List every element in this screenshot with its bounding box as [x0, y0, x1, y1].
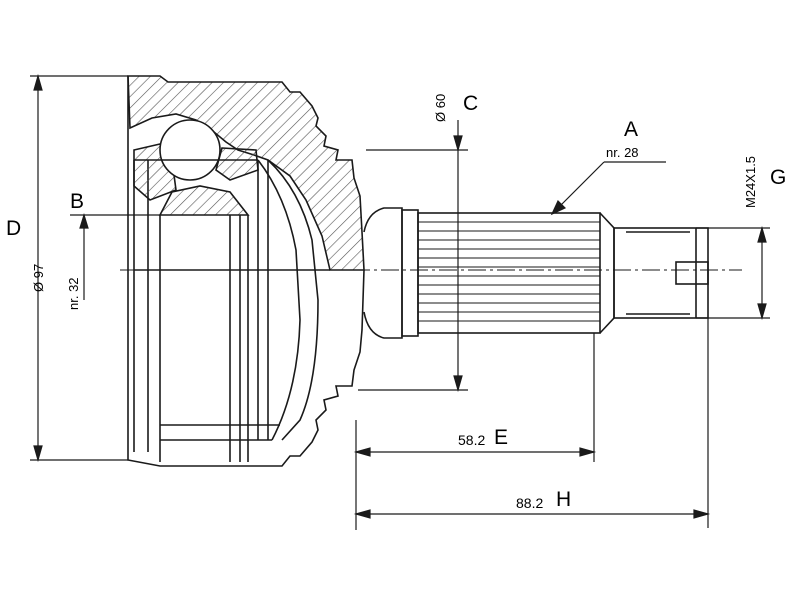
label-e: E	[494, 426, 508, 449]
seal-diameter-text: Ø 60	[433, 94, 448, 122]
label-d: D	[6, 217, 21, 240]
dimension-c	[358, 120, 468, 393]
thread-section	[613, 227, 709, 319]
ball	[159, 119, 221, 181]
label-h: H	[556, 488, 571, 511]
leader-a	[550, 161, 666, 216]
shaft-neck	[363, 207, 403, 339]
ball-cage	[133, 119, 259, 216]
dimension-d	[30, 73, 128, 463]
label-c: C	[463, 92, 478, 115]
spline-section	[417, 212, 601, 334]
dimension-h	[353, 318, 711, 528]
inner-race-hatched	[158, 185, 250, 216]
dimension-b	[70, 212, 160, 300]
balls-count-text: nr. 32	[66, 277, 81, 310]
spline-lines	[418, 221, 600, 322]
label-b: B	[70, 190, 84, 213]
thread-text: M24X1.5	[743, 156, 758, 208]
outer-diameter-text: Ø 97	[31, 264, 46, 292]
label-g: G	[770, 166, 786, 189]
housing-outline	[127, 76, 365, 467]
dimension-e	[353, 333, 597, 530]
length-e-text: 58.2	[458, 432, 485, 448]
stub-shaft	[363, 207, 709, 339]
dimension-g	[696, 225, 770, 321]
spline-count-text: nr. 28	[606, 145, 639, 160]
label-a: A	[624, 118, 638, 141]
length-h-text: 88.2	[516, 495, 543, 511]
